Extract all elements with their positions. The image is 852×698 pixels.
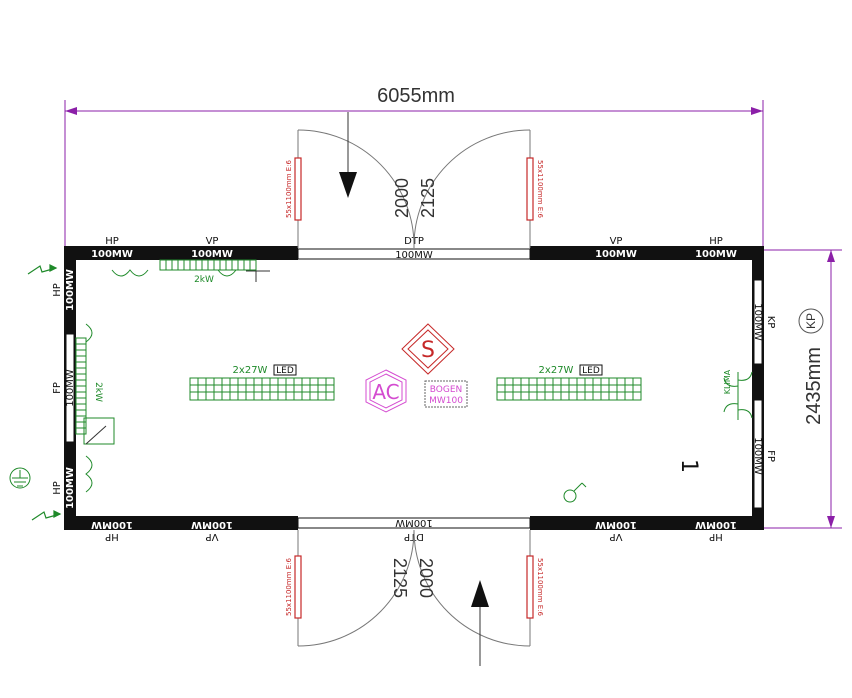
- svg-text:100MW: 100MW: [395, 250, 433, 261]
- wall-radiator-top: [111, 259, 270, 282]
- svg-text:100MW: 100MW: [595, 249, 637, 260]
- heater-bottom-left: 55x1100mm E:6: [285, 555, 302, 619]
- svg-text:LED: LED: [582, 366, 600, 376]
- bottom-wall-labels: 100MW HP 100MW VP 100MW VP 100MW HP 100M…: [91, 517, 737, 542]
- bottom-door-height-a: 2125: [390, 558, 410, 598]
- svg-text:VP: VP: [206, 236, 219, 247]
- power-outlet-icon: [31, 510, 62, 521]
- svg-text:HP: HP: [52, 283, 63, 297]
- svg-text:100MW: 100MW: [191, 249, 233, 260]
- bottom-entry-arrow: [471, 580, 489, 666]
- svg-text:S: S: [421, 338, 435, 363]
- svg-text:HP: HP: [105, 531, 119, 542]
- light-fixture-right: [496, 377, 642, 401]
- svg-text:55x1100mm E:6: 55x1100mm E:6: [536, 160, 544, 219]
- light-right-power: 2x27W: [539, 365, 574, 376]
- svg-text:AC: AC: [372, 380, 399, 404]
- bottom-double-door: [297, 529, 531, 647]
- heater-top-left: 55x1100mm E:6: [285, 157, 302, 221]
- svg-text:55x1100mm E:6: 55x1100mm E:6: [285, 557, 293, 616]
- ground-icon: [9, 467, 31, 489]
- heater-top-right: 55x1100mm E:6: [526, 157, 544, 221]
- left-wall-labels: HP 100MW FP 100MW HP 100MW: [52, 269, 76, 509]
- svg-text:HP: HP: [52, 481, 63, 495]
- top-door-height-b: 2125: [418, 178, 438, 218]
- safety-symbol: S: [401, 323, 455, 375]
- top-entry-arrow: [339, 112, 357, 198]
- heater-bottom-right: 55x1100mm E:6: [526, 555, 544, 619]
- svg-text:100MW: 100MW: [695, 519, 737, 530]
- width-dimension: [64, 100, 764, 258]
- top-door-height-a: 2000: [392, 178, 412, 218]
- svg-text:100MW: 100MW: [91, 249, 133, 260]
- bottom-door-height-b: 2000: [416, 558, 436, 598]
- svg-text:FP: FP: [52, 382, 63, 394]
- svg-text:LED: LED: [276, 366, 294, 376]
- junction-box: BOGEN MW100: [424, 380, 468, 408]
- svg-text:100MW: 100MW: [752, 303, 763, 341]
- radiator-top-power: 2kW: [194, 275, 214, 285]
- svg-text:55x1100mm E:6: 55x1100mm E:6: [285, 159, 293, 218]
- svg-text:HP: HP: [105, 236, 119, 247]
- width-dimension-label: 6055mm: [377, 85, 455, 107]
- top-double-door: [297, 129, 531, 249]
- kp-badge: KP: [798, 308, 824, 334]
- svg-text:100MW: 100MW: [65, 369, 76, 407]
- svg-text:100MW: 100MW: [395, 517, 433, 528]
- svg-text:MW100: MW100: [429, 396, 463, 406]
- svg-text:VP: VP: [610, 531, 623, 542]
- led-tag-right: LED: [579, 364, 603, 376]
- svg-text:BOGEN: BOGEN: [430, 385, 463, 395]
- right-wall-labels: 100MW KP 100MW FP: [752, 303, 776, 475]
- klima-label: KLIMA: [723, 369, 732, 394]
- svg-text:100MW: 100MW: [65, 269, 76, 311]
- svg-text:100MW: 100MW: [91, 519, 133, 530]
- ac-symbol: AC: [365, 369, 407, 413]
- walls: [64, 246, 764, 530]
- svg-text:100MW: 100MW: [752, 437, 763, 475]
- height-dimension-label: 2435mm: [803, 347, 825, 425]
- svg-text:VP: VP: [206, 531, 219, 542]
- power-inlet-icon: [27, 264, 58, 275]
- svg-text:KP: KP: [804, 313, 818, 329]
- svg-text:VP: VP: [610, 236, 623, 247]
- svg-text:HP: HP: [709, 236, 723, 247]
- wall-radiator-left: [75, 323, 115, 493]
- light-switch-icon: [563, 482, 587, 503]
- radiator-left-power: 2kW: [93, 382, 103, 402]
- svg-text:100MW: 100MW: [595, 519, 637, 530]
- klima-unit: [723, 371, 753, 420]
- height-dimension: [763, 249, 842, 529]
- svg-text:100MW: 100MW: [191, 519, 233, 530]
- light-left-power: 2x27W: [233, 365, 268, 376]
- svg-text:FP: FP: [765, 450, 776, 462]
- svg-text:KP: KP: [765, 316, 776, 329]
- room-number: 1: [676, 459, 701, 473]
- svg-text:55x1100mm E:6: 55x1100mm E:6: [536, 558, 544, 617]
- light-fixture-left: [189, 377, 335, 401]
- svg-text:100MW: 100MW: [695, 249, 737, 260]
- svg-text:HP: HP: [709, 531, 723, 542]
- svg-text:100MW: 100MW: [65, 467, 76, 509]
- led-tag-left: LED: [273, 364, 297, 376]
